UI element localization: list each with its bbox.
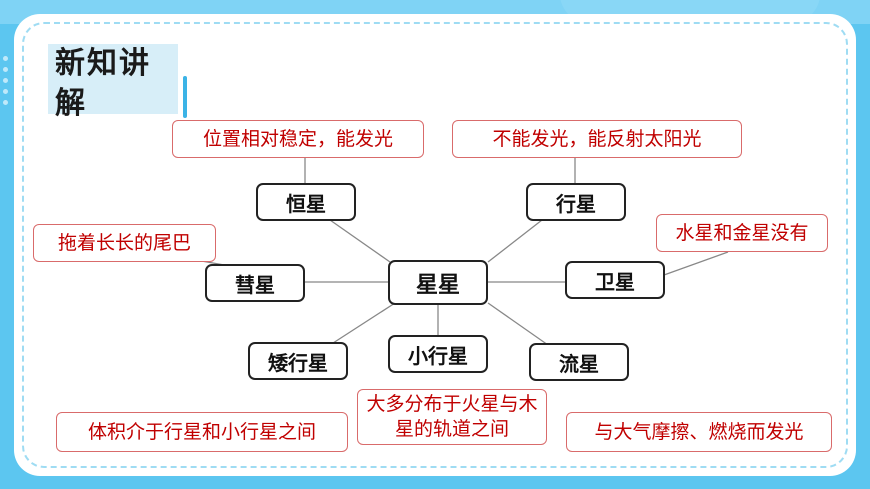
line-center-liuxing bbox=[487, 302, 549, 346]
node-hengxing: 恒星 bbox=[256, 183, 356, 221]
line-weixing-note bbox=[663, 251, 729, 276]
note-weixing: 水星和金星没有 bbox=[656, 214, 828, 252]
note-liuxing: 与大气摩擦、燃烧而发光 bbox=[566, 412, 832, 452]
side-dots bbox=[3, 56, 9, 111]
card-dashed-border bbox=[22, 22, 848, 468]
line-center-xingxing bbox=[487, 219, 543, 263]
line-center-aixingxing bbox=[329, 302, 396, 346]
node-weixing: 卫星 bbox=[565, 261, 665, 299]
note-xingxing: 不能发光，能反射太阳光 bbox=[452, 120, 742, 158]
note-huixing: 拖着长长的尾巴 bbox=[33, 224, 216, 262]
section-title: 新知讲解 bbox=[55, 46, 151, 121]
node-huixing: 彗星 bbox=[205, 264, 305, 302]
node-xiaoxingxing: 小行星 bbox=[388, 335, 488, 373]
node-liuxing: 流星 bbox=[529, 343, 629, 381]
title-accent-bar bbox=[183, 76, 187, 118]
note-xiaoxingxing: 大多分布于火星与木星的轨道之间 bbox=[357, 389, 547, 445]
node-center: 星星 bbox=[388, 260, 488, 305]
node-xingxing: 行星 bbox=[526, 183, 626, 221]
note-aixingxing: 体积介于行星和小行星之间 bbox=[56, 412, 348, 452]
line-center-hengxing bbox=[329, 219, 391, 263]
node-aixingxing: 矮行星 bbox=[248, 342, 348, 380]
title-background bbox=[48, 44, 178, 114]
note-hengxing: 位置相对稳定，能发光 bbox=[172, 120, 424, 158]
